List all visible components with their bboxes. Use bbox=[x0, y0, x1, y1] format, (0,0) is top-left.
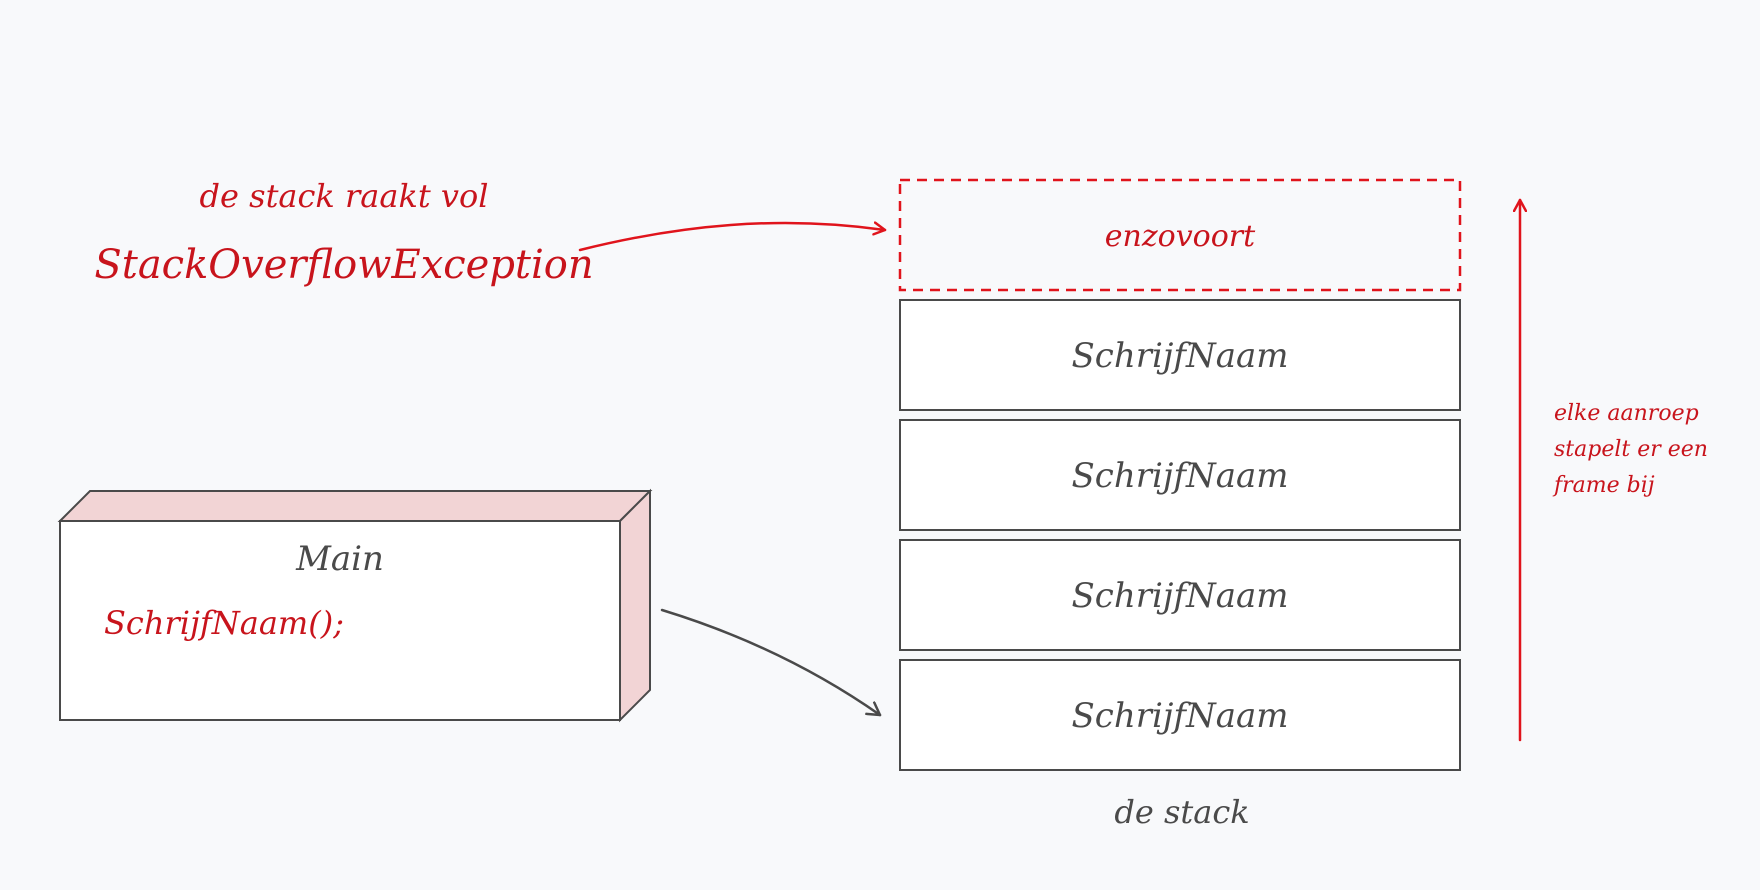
stack-frame-label: SchrijfNaam bbox=[1071, 576, 1288, 616]
overflow-arrow bbox=[578, 223, 887, 252]
stack-overflow-frame-label: enzovoort bbox=[1105, 219, 1256, 254]
main-block-call: SchrijfNaam(); bbox=[104, 604, 344, 642]
main-block-front-face bbox=[59, 520, 621, 721]
overflow-note-line1: de stack raakt vol bbox=[200, 177, 489, 215]
main-block-top-face bbox=[57, 490, 653, 522]
growth-note-line2: stapelt er een bbox=[1554, 437, 1708, 462]
stack-label: de stack bbox=[1114, 793, 1249, 831]
call-arrow bbox=[660, 608, 882, 717]
stack-frame: SchrijfNaam bbox=[899, 659, 1461, 771]
stack-frame: SchrijfNaam bbox=[899, 299, 1461, 411]
stack-overflow-frame: enzovoort bbox=[898, 178, 1462, 292]
stack-frame: SchrijfNaam bbox=[899, 539, 1461, 651]
stack-frame-label: SchrijfNaam bbox=[1071, 336, 1288, 376]
main-block-side-face bbox=[619, 488, 651, 723]
stack-frame-label: SchrijfNaam bbox=[1071, 696, 1288, 736]
stack-frame-label: SchrijfNaam bbox=[1071, 456, 1288, 496]
overflow-note-exception: StackOverflowException bbox=[94, 242, 593, 288]
main-block: Main SchrijfNaam(); bbox=[57, 488, 653, 723]
growth-note-line1: elke aanroep bbox=[1554, 401, 1699, 426]
main-block-title: Main bbox=[295, 539, 384, 579]
stack-frame: SchrijfNaam bbox=[899, 419, 1461, 531]
growth-note-line3: frame bij bbox=[1552, 473, 1655, 498]
